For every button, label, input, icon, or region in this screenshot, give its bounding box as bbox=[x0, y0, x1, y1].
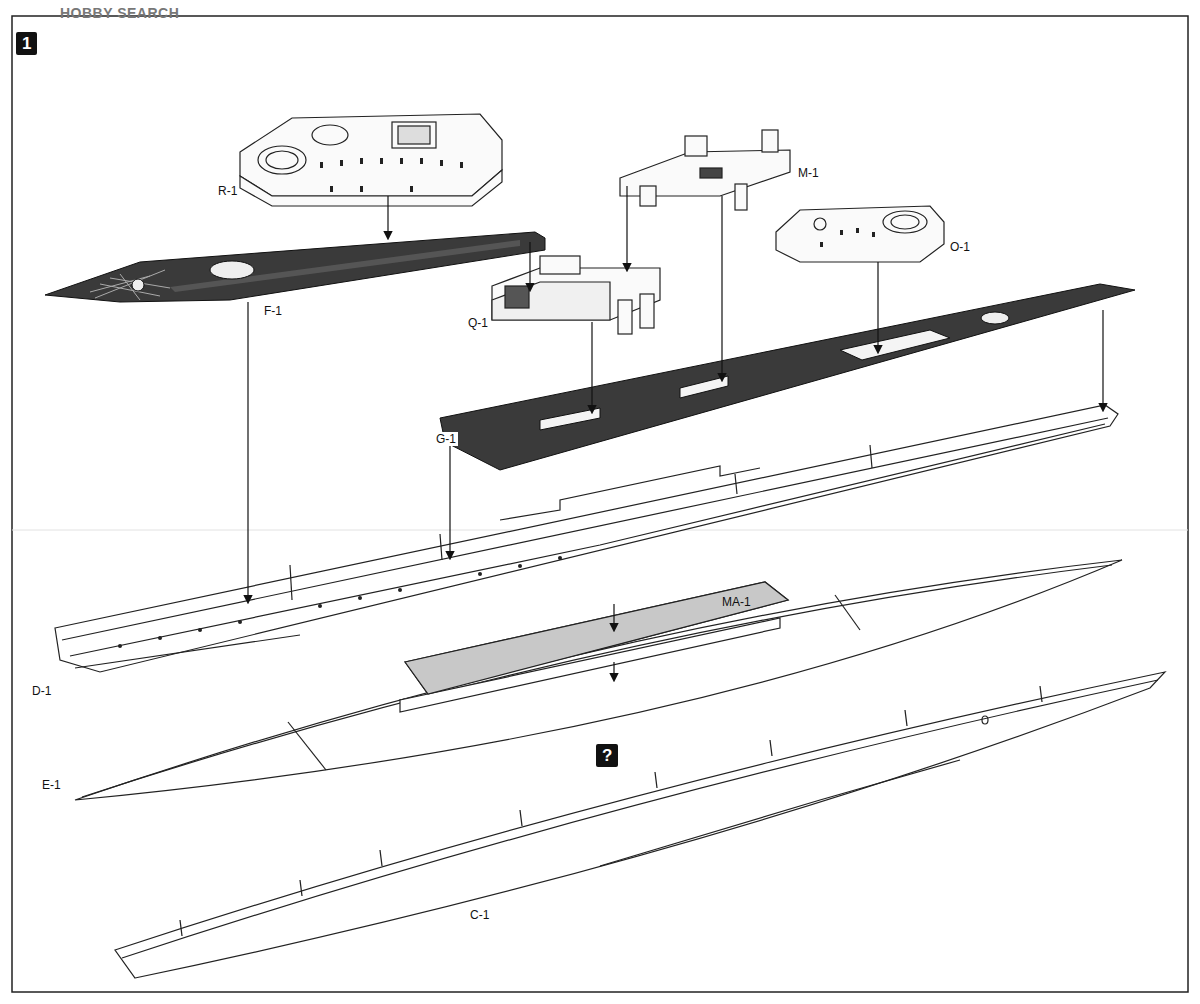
step-number: 1 bbox=[16, 32, 37, 55]
part-label: E-1 bbox=[40, 778, 63, 792]
part-label: R-1 bbox=[216, 184, 239, 198]
part-label: F-1 bbox=[262, 304, 284, 318]
superstructure-o1 bbox=[776, 206, 944, 262]
assembly-arrows bbox=[248, 186, 1103, 680]
part-label: C-1 bbox=[468, 908, 491, 922]
note-icon: ? bbox=[596, 744, 618, 767]
superstructure-r1 bbox=[240, 114, 502, 206]
part-label: M-1 bbox=[796, 166, 821, 180]
superstructure-m1 bbox=[620, 130, 790, 210]
watermark: HOBBY SEARCH bbox=[60, 6, 179, 20]
part-label: D-1 bbox=[30, 684, 53, 698]
lower-hull-c1 bbox=[115, 672, 1165, 978]
part-label: O-1 bbox=[948, 240, 972, 254]
part-label: G-1 bbox=[434, 432, 458, 446]
page-frame bbox=[12, 16, 1188, 992]
part-label: Q-1 bbox=[466, 316, 490, 330]
hull-floor-e1 bbox=[75, 560, 1122, 800]
superstructure-q1 bbox=[492, 256, 660, 334]
part-label: MA-1 bbox=[722, 596, 751, 608]
plate-ma1-top bbox=[400, 582, 788, 712]
bow-deck-f1 bbox=[45, 232, 545, 302]
